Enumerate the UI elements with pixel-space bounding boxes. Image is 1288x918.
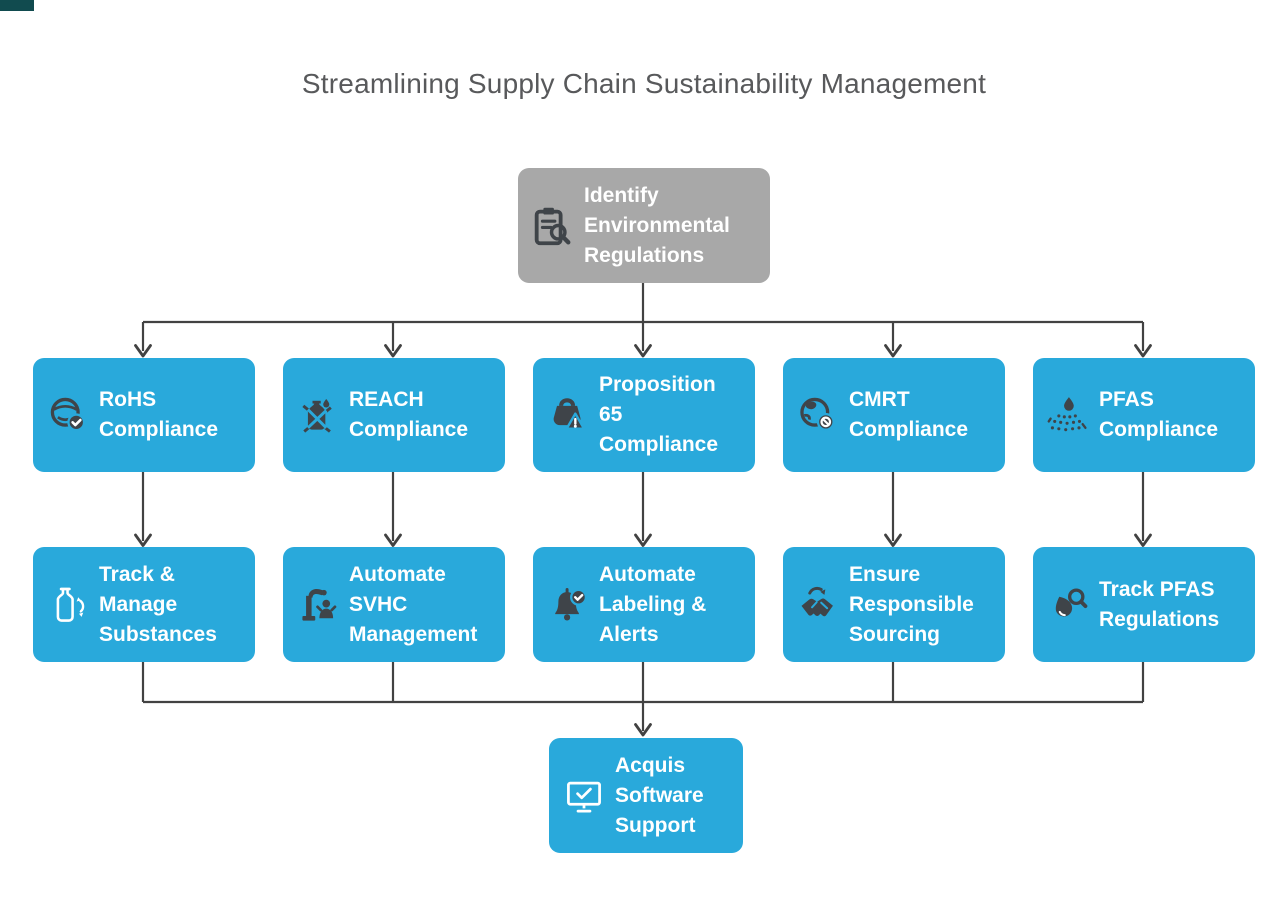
- node-label: PFAS Compliance: [1099, 388, 1219, 441]
- globe-prohibited-icon: [796, 393, 840, 437]
- node-label: REACH Compliance: [349, 388, 469, 441]
- weight-warning-icon: [546, 393, 590, 437]
- node-label: Track & Manage Substances: [99, 562, 217, 646]
- diagram-title: Streamlining Supply Chain Sustainability…: [301, 68, 987, 99]
- globe-check-icon: [46, 393, 90, 437]
- bottle-refresh-icon: [46, 583, 90, 627]
- droplet-spray-icon: [1046, 393, 1090, 437]
- droplet-magnifier-icon: [1046, 583, 1090, 627]
- node-label: Ensure Responsible Sourcing: [849, 562, 974, 646]
- clipboard-search-icon: [529, 203, 575, 249]
- node-cmrt-compliance: CMRT Compliance: [783, 358, 1005, 472]
- node-track-manage-substances: Track & Manage Substances: [33, 547, 255, 662]
- node-reach-compliance: REACH Compliance: [283, 358, 505, 472]
- robotic-arm-person-icon: [296, 583, 340, 627]
- node-label: RoHS Compliance: [99, 388, 219, 441]
- node-label: Proposition 65 Compliance: [599, 373, 719, 456]
- node-label: Automate Labeling & Alerts: [599, 562, 707, 646]
- node-track-pfas-regulations: Track PFAS Regulations: [1033, 547, 1255, 662]
- node-acquis-software-support: Acquis Software Support: [549, 738, 743, 853]
- node-automate-svhc-management: Automate SVHC Management: [283, 547, 505, 662]
- node-rohs-compliance: RoHS Compliance: [33, 358, 255, 472]
- node-identify-environmental-regulations: Identify Environmental Regulations: [518, 168, 770, 283]
- node-label: CMRT Compliance: [849, 388, 969, 441]
- node-label: Identify Environmental Regulations: [584, 183, 730, 267]
- node-label: Track PFAS Regulations: [1099, 577, 1220, 631]
- node-automate-labeling-alerts: Automate Labeling & Alerts: [533, 547, 755, 662]
- chemical-bottle-x-icon: [296, 393, 340, 437]
- handshake-icon: [796, 583, 840, 627]
- bell-check-icon: [546, 583, 590, 627]
- node-ensure-responsible-sourcing: Ensure Responsible Sourcing: [783, 547, 1005, 662]
- node-label: Acquis Software Support: [615, 753, 704, 837]
- corner-accent-bar: [0, 0, 34, 11]
- node-label: Automate SVHC Management: [349, 562, 478, 646]
- monitor-check-icon: [562, 774, 606, 818]
- node-pfas-compliance: PFAS Compliance: [1033, 358, 1255, 472]
- node-proposition-65-compliance: Proposition 65 Compliance: [533, 358, 755, 472]
